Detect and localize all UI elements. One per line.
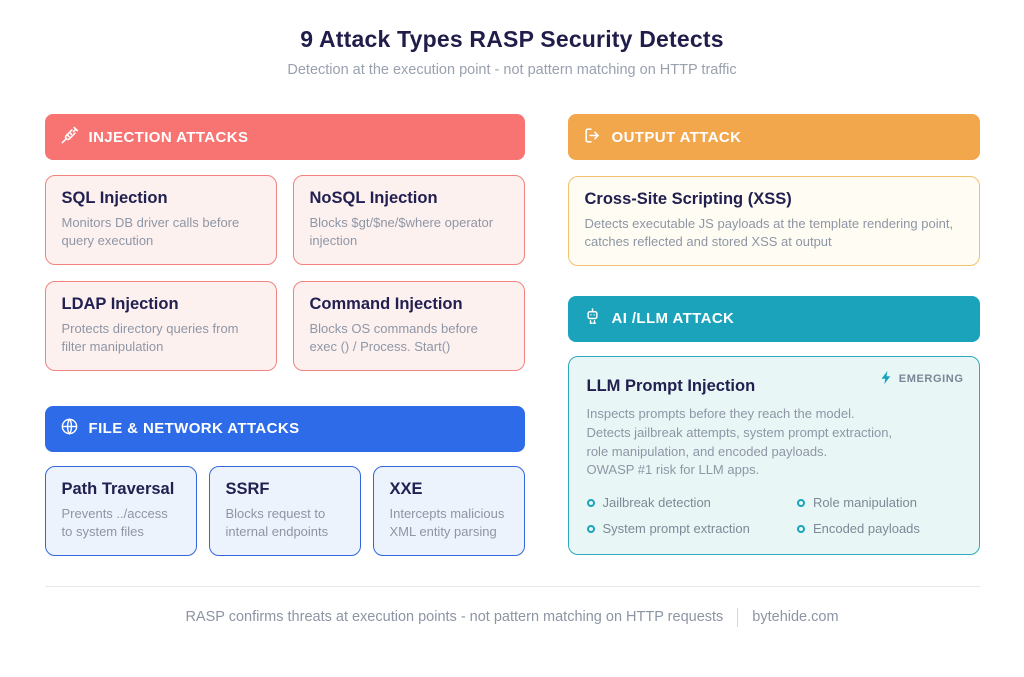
output-attack-header: OUTPUT ATTACK (567, 114, 980, 160)
output-icon (583, 126, 602, 149)
card-llm-prompt-injection: EMERGING LLM Prompt Injection Inspects p… (567, 355, 980, 556)
card-desc: Blocks OS commands before exec () / Proc… (309, 320, 478, 355)
content-columns: INJECTION ATTACKS SQL Injection Monitors… (44, 114, 980, 556)
card-title: NoSQL Injection (309, 189, 438, 207)
bullet-ring-icon (586, 498, 595, 507)
page-title: 9 Attack Types RASP Security Detects (300, 26, 724, 52)
right-column: OUTPUT ATTACK Cross-Site Scripting (XSS)… (567, 114, 980, 556)
desc-line: OWASP #1 risk for LLM apps. (586, 462, 760, 478)
card-desc: Monitors DB driver calls before query ex… (61, 215, 240, 249)
card-desc: Detects executable JS payloads at the te… (584, 216, 954, 250)
footer-separator (737, 607, 739, 627)
card-title: SSRF (225, 479, 270, 498)
bullet-ring-icon (796, 524, 805, 533)
card-ssrf: SSRF Blocks request to internal endpoint… (208, 465, 361, 556)
globe-icon (60, 417, 79, 440)
card-command-injection: Command Injection Blocks OS commands bef… (292, 280, 525, 371)
bullet-ring-icon (586, 524, 595, 533)
ai-llm-attack-header: AI /LLM ATTACK (567, 295, 980, 342)
bullet-label: Role manipulation (812, 495, 918, 511)
desc-line: Detects jailbreak attempts, system promp… (586, 424, 893, 440)
card-title: Path Traversal (61, 479, 175, 498)
card-path-traversal: Path Traversal Prevents ../access to sys… (44, 465, 197, 556)
bullet-system-prompt-extraction: System prompt extraction (586, 521, 791, 537)
ai-llm-attack-label: AI /LLM ATTACK (611, 310, 735, 328)
robot-icon (583, 307, 602, 330)
injection-cards-grid: SQL Injection Monitors DB driver calls b… (44, 175, 525, 371)
card-title: XXE (389, 479, 423, 498)
footer-tagline: RASP confirms threats at execution point… (185, 609, 724, 626)
footer-brand: bytehide.com (752, 609, 839, 626)
card-title: Cross-Site Scripting (XSS) (584, 190, 792, 208)
page-subtitle: Detection at the execution point - not p… (287, 62, 737, 78)
card-title: Command Injection (309, 294, 463, 313)
bullet-label: Encoded payloads (812, 521, 920, 537)
card-nosql-injection: NoSQL Injection Blocks $gt/$ne/$where op… (292, 175, 525, 265)
injection-attacks-header: INJECTION ATTACKS (44, 114, 525, 160)
card-desc: Intercepts malicious XML entity parsing (389, 505, 505, 540)
card-xss: Cross-Site Scripting (XSS) Detects execu… (567, 176, 980, 266)
card-title: LDAP Injection (61, 294, 179, 313)
bullet-jailbreak-detection: Jailbreak detection (586, 495, 791, 511)
bullet-label: System prompt extraction (602, 521, 750, 537)
bullet-ring-icon (796, 498, 805, 507)
injection-attacks-label: INJECTION ATTACKS (88, 128, 249, 146)
card-desc: Blocks request to internal endpoints (225, 505, 329, 540)
file-network-attacks-label: FILE & NETWORK ATTACKS (88, 420, 300, 438)
card-xxe: XXE Intercepts malicious XML entity pars… (372, 465, 525, 556)
card-desc: Prevents ../access to system files (61, 505, 168, 540)
card-desc: Inspects prompts before they reach the m… (587, 405, 961, 480)
card-ldap-injection: LDAP Injection Protects directory querie… (44, 280, 277, 371)
card-desc: Protects directory queries from filter m… (61, 320, 239, 355)
card-sql-injection: SQL Injection Monitors DB driver calls b… (44, 175, 277, 265)
file-network-attacks-header: FILE & NETWORK ATTACKS (44, 405, 525, 452)
card-desc: Blocks $gt/$ne/$where operator injection (309, 215, 494, 249)
lightning-icon (879, 370, 894, 388)
desc-line: Inspects prompts before they reach the m… (586, 405, 855, 421)
bullet-encoded-payloads: Encoded payloads (796, 521, 961, 537)
output-attack-label: OUTPUT ATTACK (611, 128, 742, 146)
left-column: INJECTION ATTACKS SQL Injection Monitors… (44, 114, 525, 556)
desc-line: role manipulation, and encoded payloads. (586, 443, 828, 459)
emerging-label: EMERGING (898, 372, 964, 385)
footer: RASP confirms threats at execution point… (0, 607, 1024, 627)
bullet-role-manipulation: Role manipulation (796, 495, 961, 511)
emerging-badge: EMERGING (879, 370, 964, 388)
llm-bullet-list: Jailbreak detection System prompt extrac… (586, 495, 961, 537)
syringe-icon (60, 126, 79, 149)
card-title: LLM Prompt Injection (586, 376, 756, 395)
bullet-label: Jailbreak detection (602, 495, 711, 511)
footer-divider (44, 585, 980, 587)
card-title: SQL Injection (61, 189, 168, 207)
file-network-cards-grid: Path Traversal Prevents ../access to sys… (44, 465, 525, 556)
